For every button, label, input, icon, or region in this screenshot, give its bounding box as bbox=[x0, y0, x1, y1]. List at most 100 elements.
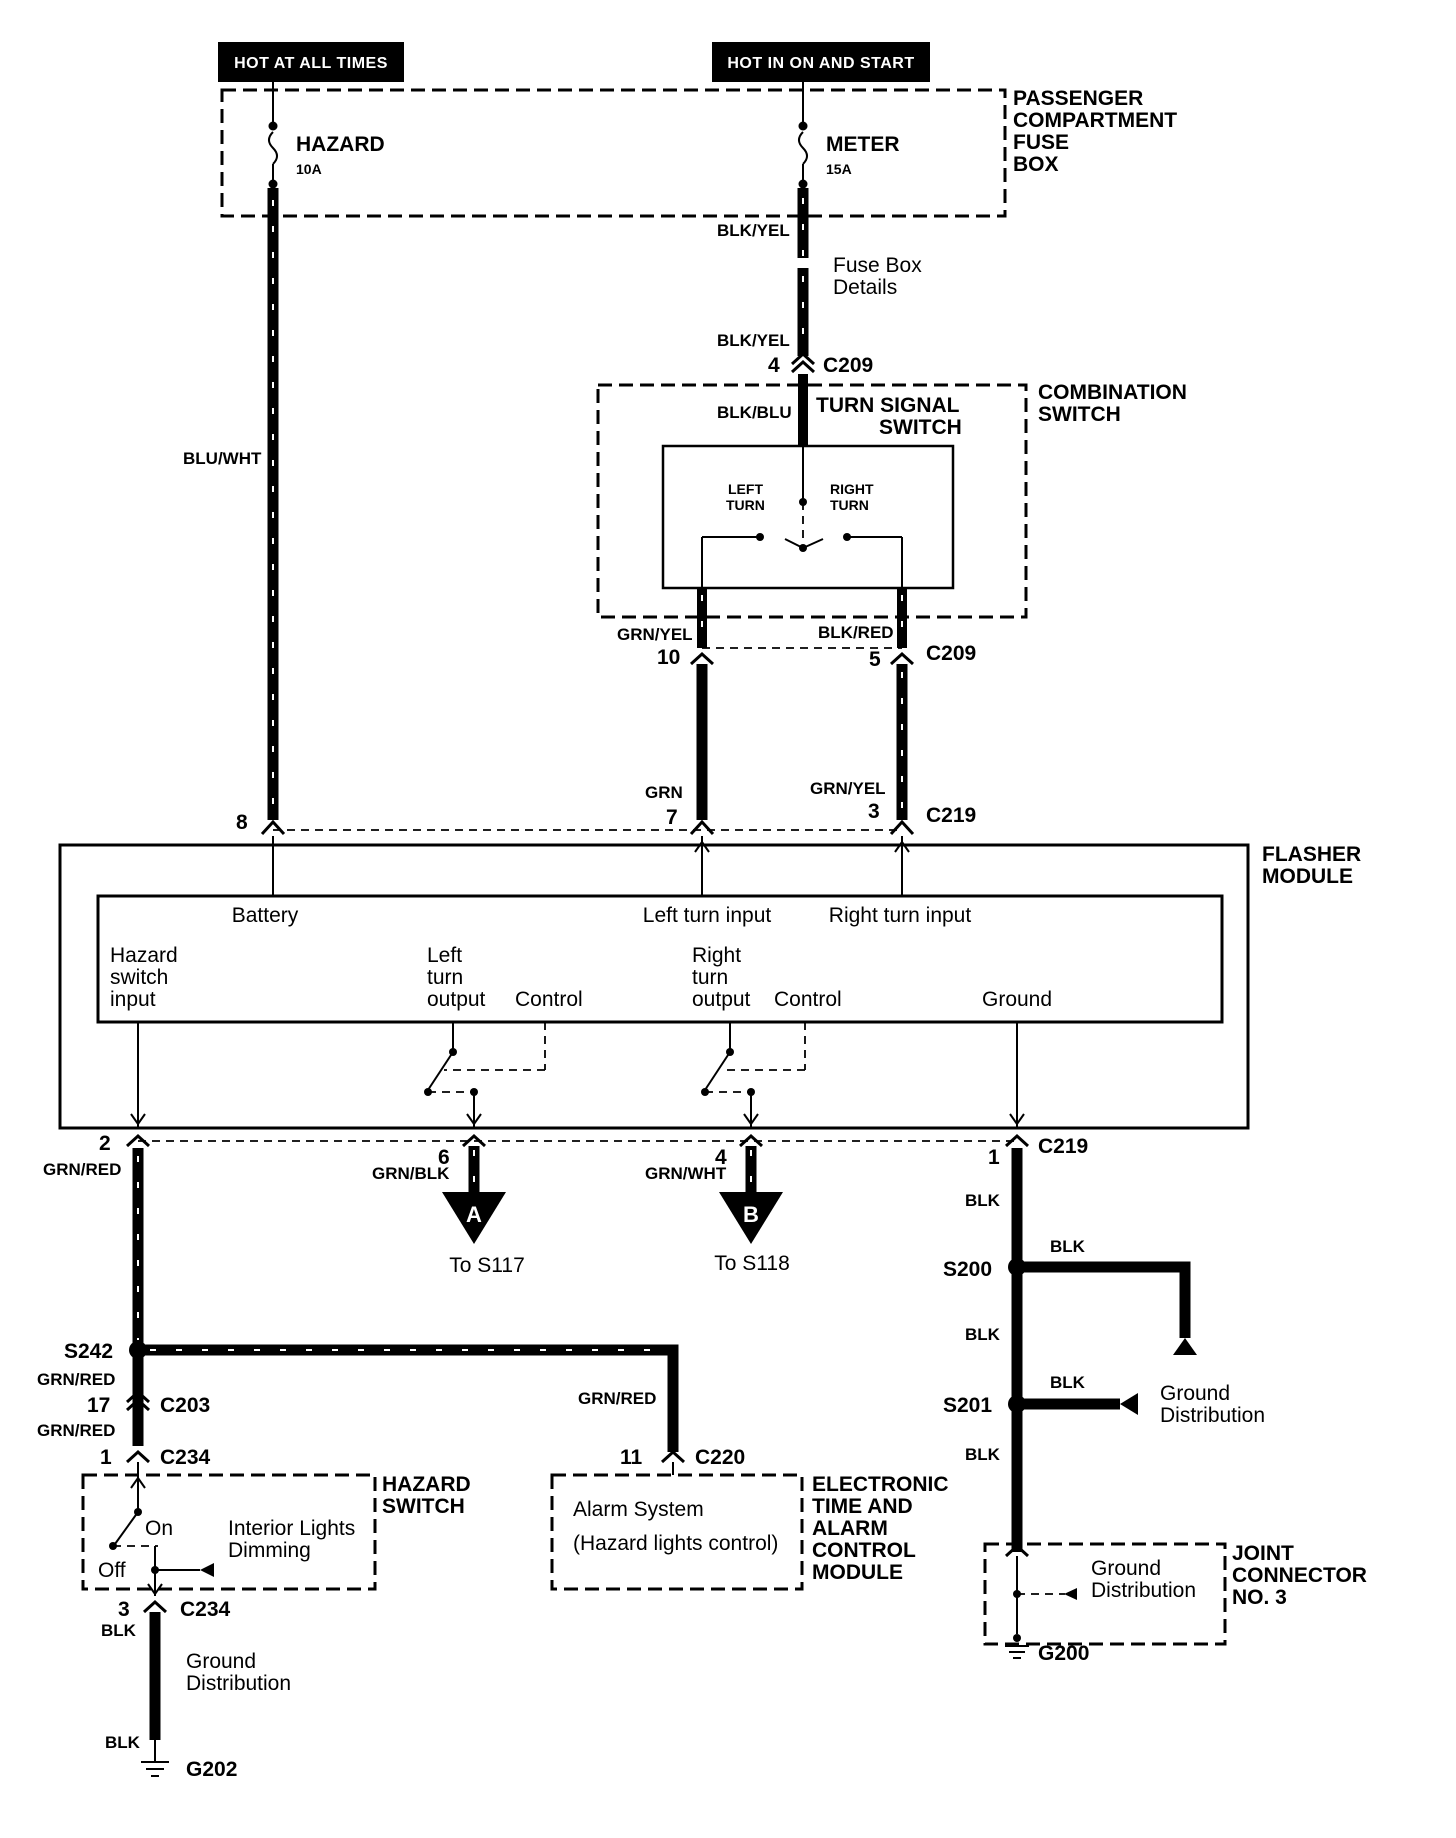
g202-ground-label: G202 bbox=[186, 1758, 237, 1781]
blk-wire-label-3: BLK bbox=[965, 1445, 1001, 1464]
right-turn-label-line2: TURN bbox=[830, 497, 869, 513]
joint-ground-distribution-line2: Distribution bbox=[1091, 1579, 1196, 1602]
grn-blk-wire-label: GRN/BLK bbox=[372, 1164, 450, 1183]
hazard-switch-input-line3: input bbox=[110, 988, 156, 1011]
c219-pin-1: 1 bbox=[988, 1146, 1000, 1169]
left-turn-label-line2: TURN bbox=[726, 497, 765, 513]
c234-connector-bottom: 3 C234 bbox=[118, 1598, 231, 1621]
ground-terminal-label: Ground bbox=[982, 988, 1052, 1011]
left-turn-label-line1: LEFT bbox=[728, 481, 763, 497]
alarm-system-label: Alarm System bbox=[573, 1498, 704, 1521]
c234-pin-3: 3 bbox=[118, 1598, 130, 1621]
offpage-connector-b: GRN/WHT B To S118 bbox=[645, 1146, 790, 1275]
c234-connector-top: 1 C234 bbox=[100, 1446, 211, 1469]
ground-distribution-left-line1: Ground bbox=[186, 1650, 256, 1673]
ground-distribution-left-line2: Distribution bbox=[186, 1672, 291, 1695]
c219-top-label: C219 bbox=[926, 804, 976, 827]
blu-wht-wire: BLU/WHT bbox=[183, 188, 279, 820]
svg-text:COMPARTMENT: COMPARTMENT bbox=[1013, 109, 1177, 132]
grn-wht-wire-label: GRN/WHT bbox=[645, 1164, 727, 1183]
grn-red-s242-label: GRN/RED bbox=[37, 1370, 115, 1389]
c203-connector: 17 C203 bbox=[87, 1389, 210, 1417]
left-control-label: Control bbox=[515, 988, 583, 1011]
svg-text:CONTROL: CONTROL bbox=[812, 1539, 916, 1562]
ground-distribution-right-line1: Ground bbox=[1160, 1382, 1230, 1405]
turn-signal-switch: LEFT TURN RIGHT TURN bbox=[661, 444, 955, 590]
blk-blu-wire: BLK/BLU bbox=[717, 374, 808, 446]
meter-fuse-15a: METER 15A bbox=[798, 121, 900, 189]
c219-pin-2: 2 bbox=[99, 1132, 111, 1155]
svg-text:HAZARD: HAZARD bbox=[382, 1473, 471, 1496]
c220-connector: 11 C220 bbox=[620, 1446, 745, 1469]
flasher-module: FLASHER MODULE Battery Left turn input R… bbox=[58, 836, 1361, 1130]
grn-wire-label: GRN bbox=[645, 783, 683, 802]
svg-text:FLASHER: FLASHER bbox=[1262, 843, 1361, 866]
blu-wht-wire-label: BLU/WHT bbox=[183, 449, 262, 468]
c220-pin-11: 11 bbox=[620, 1446, 643, 1469]
grn-red-c220-label: GRN/RED bbox=[578, 1389, 656, 1408]
c203-label: C203 bbox=[160, 1394, 210, 1417]
left-turn-input-label: Left turn input bbox=[643, 904, 772, 927]
on-position-label: On bbox=[145, 1517, 173, 1540]
svg-text:MODULE: MODULE bbox=[812, 1561, 903, 1584]
svg-text:JOINT: JOINT bbox=[1232, 1542, 1294, 1565]
offpage-a-letter: A bbox=[466, 1202, 482, 1227]
c209-connector-mid: 10 5 C209 bbox=[657, 642, 976, 671]
svg-text:BOX: BOX bbox=[1013, 153, 1059, 176]
svg-text:COMBINATION: COMBINATION bbox=[1038, 381, 1187, 404]
etacm-module: ELECTRONIC TIME AND ALARM CONTROL MODULE… bbox=[550, 1462, 949, 1591]
grn-red-c203-label: GRN/RED bbox=[37, 1421, 115, 1440]
svg-text:TIME AND: TIME AND bbox=[812, 1495, 913, 1518]
c234-pin-1: 1 bbox=[100, 1446, 112, 1469]
ground-distribution-right-line2: Distribution bbox=[1160, 1404, 1265, 1427]
svg-text:ELECTRONIC: ELECTRONIC bbox=[812, 1473, 949, 1496]
blk-s201-branch-label: BLK bbox=[1050, 1373, 1086, 1392]
svg-text:MODULE: MODULE bbox=[1262, 865, 1353, 888]
hazard-switch-input-line1: Hazard bbox=[110, 944, 178, 967]
svg-text:PASSENGER: PASSENGER bbox=[1013, 87, 1143, 110]
c209-pin-4: 4 bbox=[768, 354, 780, 377]
c219-pin-6: 6 bbox=[438, 1146, 450, 1169]
c219-pin-8: 8 bbox=[236, 811, 248, 834]
svg-text:SWITCH: SWITCH bbox=[382, 1495, 465, 1518]
right-turn-label-line1: RIGHT bbox=[830, 481, 874, 497]
offpage-b-letter: B bbox=[743, 1202, 759, 1227]
hazard-switch: HAZARD SWITCH On Off Interior Lights Dim… bbox=[81, 1462, 471, 1596]
hot-in-on-and-start-header: HOT IN ON AND START bbox=[712, 42, 930, 82]
left-turn-output-line1: Left bbox=[427, 944, 462, 967]
grn-red-wire-label-top: GRN/RED bbox=[43, 1160, 121, 1179]
turn-signal-switch-label-line2: SWITCH bbox=[879, 416, 962, 439]
grn-yel-switch-label: GRN/YEL bbox=[617, 625, 693, 644]
hazard-fuse-rating: 10A bbox=[296, 161, 322, 177]
s242-splice-label: S242 bbox=[64, 1340, 113, 1363]
c209-connector-top: 4 C209 bbox=[768, 351, 873, 377]
blk-wire-label-1: BLK bbox=[965, 1191, 1001, 1210]
hazard-fuse-10a: HAZARD 10A bbox=[268, 121, 385, 189]
s201-splice-label: S201 bbox=[943, 1394, 992, 1417]
blk-yel-wire-label: BLK/YEL bbox=[717, 221, 790, 240]
c209-top-label: C209 bbox=[823, 354, 873, 377]
interior-lights-dimming-line1: Interior Lights bbox=[228, 1517, 355, 1540]
meter-fuse-name: METER bbox=[826, 133, 900, 156]
blk-yel-c209-label: BLK/YEL bbox=[717, 331, 790, 350]
hazard-lights-control-label: (Hazard lights control) bbox=[573, 1532, 778, 1555]
off-position-label: Off bbox=[98, 1559, 126, 1582]
c219-connector-top: 8 C219 bbox=[236, 804, 976, 836]
c220-label: C220 bbox=[695, 1446, 745, 1469]
blk-blu-wire-label: BLK/BLU bbox=[717, 403, 792, 422]
to-s117-label: To S117 bbox=[449, 1254, 525, 1277]
blk-g202-label: BLK bbox=[105, 1733, 141, 1752]
blk-red-switch-wire: BLK/RED bbox=[818, 588, 907, 648]
interior-lights-dimming-line2: Dimming bbox=[228, 1539, 311, 1562]
c219-connector-bottom: 2 6 4 1 C219 bbox=[99, 1132, 1088, 1169]
s200-splice-label: S200 bbox=[943, 1258, 992, 1281]
joint-connector-no3: JOINT CONNECTOR NO. 3 Ground Distributio… bbox=[983, 1542, 1367, 1665]
right-turn-input-label: Right turn input bbox=[829, 904, 972, 927]
passenger-compartment-fuse-box: PASSENGER COMPARTMENT FUSE BOX bbox=[220, 87, 1177, 218]
c219-bottom-label: C219 bbox=[1038, 1135, 1088, 1158]
svg-text:HOT IN ON AND START: HOT IN ON AND START bbox=[727, 55, 914, 72]
grn-yel-c219-label: GRN/YEL bbox=[810, 779, 886, 798]
fuse-box-details-note-line1: Fuse Box bbox=[833, 254, 922, 277]
blk-yel-wire: BLK/YEL Fuse Box Details BLK/YEL bbox=[717, 188, 922, 356]
grn-yel-c219-wire: GRN/YEL 3 bbox=[810, 664, 908, 823]
